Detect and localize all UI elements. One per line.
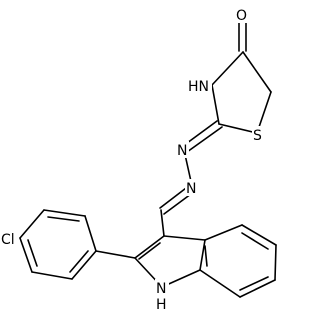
bond-c3a-c3: [163, 235, 206, 241]
indole-nitrogen-label: N: [156, 281, 166, 297]
indole-phenyl-bond: [95, 250, 136, 259]
bond-s1-c2: [218, 123, 258, 134]
bond-c7a-c3a: [199, 239, 206, 271]
bond-c2-n3: [211, 84, 220, 125]
bond-n3-c4: [211, 51, 244, 86]
chemical-structure-diagram: O HN S N N N H Cl: [0, 6, 277, 313]
indole-hydrogen-label: H: [156, 297, 167, 313]
bond-c3-c2-inner: [138, 242, 161, 260]
carbonyl-double-bond: [238, 21, 247, 52]
carbonyl-oxygen-label: O: [236, 8, 247, 24]
sulfur-label: S: [253, 128, 262, 144]
chlorine-label: Cl: [1, 232, 15, 248]
chlorophenyl-ring: [19, 209, 97, 280]
methine-c3-bond: [160, 209, 165, 237]
bond-c4-c5: [242, 51, 272, 93]
thiazolidinone-nh-label: HN: [188, 79, 209, 95]
indole-pyrrole-ring: [134, 235, 206, 288]
imine-nitrogen-label: N: [177, 143, 187, 159]
indole-benzene-ring: [199, 224, 277, 298]
hydrazone-nitrogen-label: N: [186, 181, 196, 197]
atom-labels: O HN S N N N H Cl: [0, 6, 264, 313]
bond-c3-c2: [134, 235, 165, 259]
thiazolidinone-ring: [211, 51, 272, 134]
